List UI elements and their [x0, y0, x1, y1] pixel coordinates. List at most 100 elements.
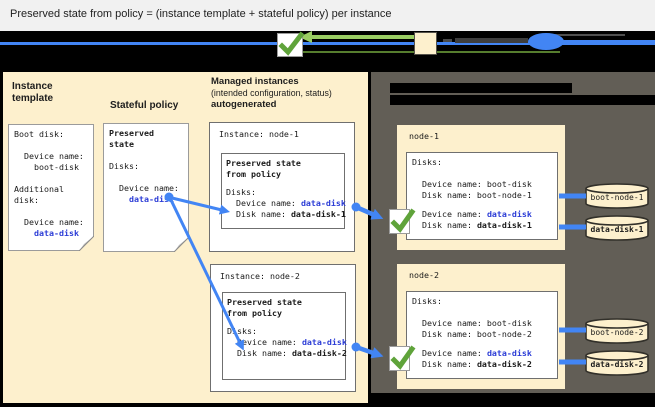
- check-glyph: [278, 31, 305, 56]
- device-name-value: data-disk: [301, 337, 347, 347]
- legend-gray-dash: [443, 39, 452, 42]
- redacted-text-bar: [390, 83, 572, 93]
- doc-line: Preserved: [109, 128, 154, 138]
- disk-name-value: data-disk-1: [476, 220, 532, 230]
- disk-cylinder-data-disk-2: data-disk-2: [585, 350, 649, 376]
- legend-green-arrow-line: [300, 35, 414, 39]
- device-name-value: data-disk: [486, 348, 532, 358]
- check-icon: [389, 345, 416, 371]
- cylinder-shape: [585, 318, 649, 344]
- device-name-prefix: Device name:: [227, 337, 302, 347]
- cylinder-shape: [585, 215, 649, 241]
- instance-template-label: Instance template: [12, 81, 53, 105]
- box-line: Device name: data-disk: [226, 198, 346, 209]
- label-line: Instance: [12, 81, 53, 92]
- device-name-prefix: Device name:: [226, 198, 301, 208]
- disk-name-value: data-disk-1: [290, 209, 346, 219]
- cylinder-shape: [585, 183, 649, 209]
- instance-config-node-1: Instance: node-1 Preserved state from po…: [209, 122, 355, 252]
- device-name-value: data-disk: [300, 198, 346, 208]
- check-icon: [389, 208, 416, 234]
- disk-cylinder-data-disk-1: data-disk-1: [585, 215, 649, 241]
- legend-template-swatch: [414, 32, 437, 55]
- instance-title: Instance: node-1: [219, 129, 299, 139]
- legend-gray-line: [540, 34, 625, 36]
- page-title: Preserved state from policy = (instance …: [10, 8, 392, 20]
- legend-check-icon: [277, 31, 305, 57]
- check-glyph: [390, 208, 416, 233]
- box-line: Device name: boot-disk: [412, 179, 532, 189]
- legend-bar: [0, 31, 655, 72]
- legend-disk-pill: [528, 33, 564, 50]
- node-title: node-1: [409, 131, 439, 141]
- legend-gray-bar: [455, 38, 528, 43]
- box-line: Preserved state: [226, 158, 301, 168]
- doc-line: boot-disk: [14, 162, 79, 172]
- instance-config-node-2: Instance: node-2 Preserved state from po…: [210, 264, 356, 392]
- header-line: (intended configuration, status): [211, 87, 332, 98]
- title-bar: Preserved state from policy = (instance …: [0, 0, 655, 31]
- box-line: Disk name: boot-node-2: [412, 329, 532, 339]
- header-line: autogenerated: [211, 99, 277, 110]
- disk-name-prefix: Disk name:: [412, 220, 477, 230]
- disk-name-value: data-disk-2: [291, 348, 347, 358]
- redacted-text-bar: [390, 95, 655, 105]
- box-line: Preserved state: [227, 297, 302, 307]
- disk-label: boot-node-2: [590, 328, 644, 337]
- cylinder-shape: [585, 350, 649, 376]
- box-line: Device name: data-disk: [227, 337, 347, 348]
- label-line: template: [12, 93, 54, 104]
- box-line: Device name: data-disk: [412, 209, 557, 220]
- disk-label: data-disk-2: [590, 360, 644, 369]
- disk-label: data-disk-1: [590, 225, 644, 234]
- disk-name-value: data-disk-2: [476, 359, 532, 369]
- node-disks-box: Disks: Device name: boot-disk Disk name:…: [406, 291, 558, 379]
- stateful-policy-label: Stateful policy: [110, 100, 179, 111]
- doc-line: Device name:: [14, 217, 84, 227]
- device-name-value: data-disk: [486, 209, 532, 219]
- doc-line: Device name:: [109, 183, 179, 193]
- doc-line-data-disk: data-disk: [109, 194, 174, 204]
- node-title: node-2: [409, 270, 439, 280]
- disk-name-prefix: Disk name:: [226, 209, 291, 219]
- disk-cylinder-boot-node-2: boot-node-2: [585, 318, 649, 344]
- device-name-prefix: Device name:: [412, 209, 487, 219]
- managed-instances-header: Managed instances (intended configuratio…: [211, 76, 332, 111]
- box-line: Device name: boot-disk: [412, 318, 532, 328]
- vm-node-1: node-1 Disks: Device name: boot-disk Dis…: [397, 125, 565, 250]
- node-disks-box: Disks: Device name: boot-disk Disk name:…: [406, 152, 558, 240]
- instance-title: Instance: node-2: [220, 271, 300, 281]
- disk-cylinder-boot-node-1: boot-node-1: [585, 183, 649, 209]
- box-line: Disk name: boot-node-1: [412, 190, 532, 200]
- doc-line: Boot disk:: [14, 129, 64, 139]
- box-line: Device name: data-disk: [412, 348, 557, 359]
- box-line: Disks:: [412, 296, 442, 306]
- doc-line: Additional: [14, 184, 64, 194]
- instance-template-doc: Boot disk: Device name: boot-disk Additi…: [8, 124, 94, 251]
- box-line: Disk name: data-disk-2: [412, 359, 557, 370]
- doc-line: Disks:: [109, 161, 139, 171]
- check-glyph: [390, 345, 416, 370]
- disk-label: boot-node-1: [590, 193, 644, 202]
- box-line: Disk name: data-disk-1: [226, 209, 346, 220]
- legend-blue-line: [0, 42, 655, 45]
- disk-name-prefix: Disk name:: [412, 359, 477, 369]
- box-line: Disks:: [412, 157, 442, 167]
- device-name-prefix: Device name:: [412, 348, 487, 358]
- folded-corner-icon: [79, 236, 94, 251]
- box-line: Disks:: [226, 187, 256, 197]
- legend-blue-line-right: [558, 40, 655, 43]
- box-line: from policy: [227, 308, 282, 318]
- box-line: from policy: [226, 169, 281, 179]
- doc-line-data-disk: data-disk: [14, 228, 79, 238]
- preserved-state-box: Preserved state from policy Disks: Devic…: [221, 153, 346, 229]
- box-line: Disks:: [227, 326, 257, 336]
- header-line: Managed instances: [211, 76, 299, 87]
- vm-node-2: node-2 Disks: Device name: boot-disk Dis…: [397, 264, 565, 389]
- box-line: Disk name: data-disk-2: [227, 348, 347, 359]
- folded-corner-icon: [174, 237, 189, 252]
- box-line: Disk name: data-disk-1: [412, 220, 557, 231]
- doc-line: disk:: [14, 195, 39, 205]
- stateful-policy-doc: Preserved state Disks: Device name: data…: [103, 123, 189, 252]
- disk-name-prefix: Disk name:: [227, 348, 292, 358]
